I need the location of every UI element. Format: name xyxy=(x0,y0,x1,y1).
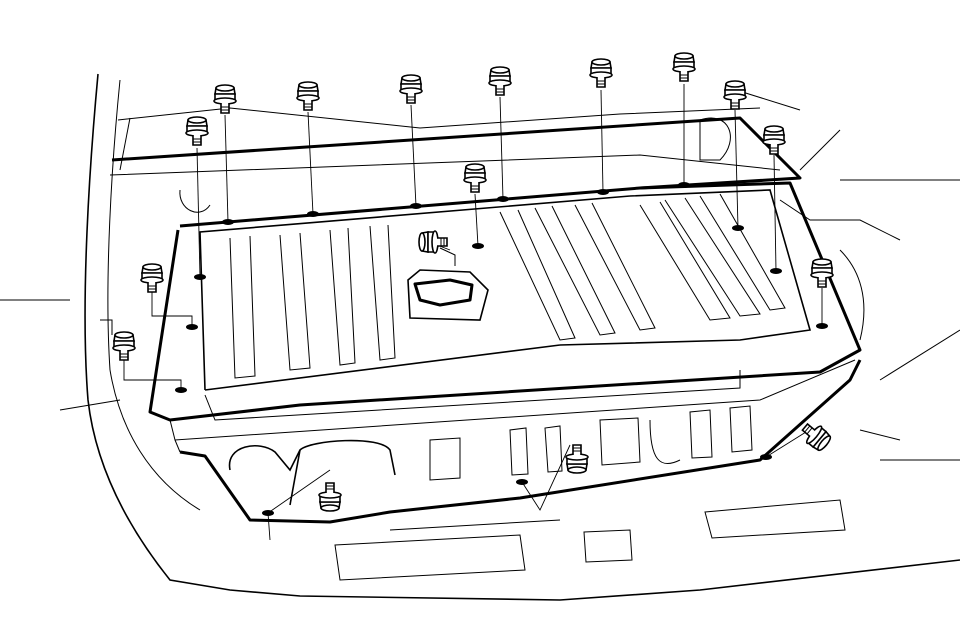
bolt-icon xyxy=(463,163,487,193)
bolt-icon xyxy=(399,74,423,104)
bolt-icon xyxy=(318,482,342,512)
battery-cover-top xyxy=(148,181,862,441)
bolt-icon xyxy=(762,125,786,155)
bolt-icon xyxy=(296,81,320,111)
front-lower-bolts xyxy=(318,417,835,512)
bolt-icon xyxy=(565,444,589,474)
vehicle-body-outline xyxy=(0,73,960,601)
bolt-icon xyxy=(797,417,835,455)
bolt-icon xyxy=(140,263,164,293)
bolt-icon xyxy=(589,58,613,88)
bolt-icon xyxy=(488,66,512,96)
bolt-icon xyxy=(112,331,136,361)
bolt-icon xyxy=(810,258,834,288)
bolt-icon xyxy=(213,84,237,114)
leader-lines xyxy=(123,84,823,541)
bolt-icon xyxy=(185,116,209,146)
battery-front-panel xyxy=(174,359,862,524)
bolt-icon xyxy=(723,80,747,110)
rear-gasket-seal xyxy=(109,116,802,190)
bolt-icon xyxy=(672,52,696,82)
